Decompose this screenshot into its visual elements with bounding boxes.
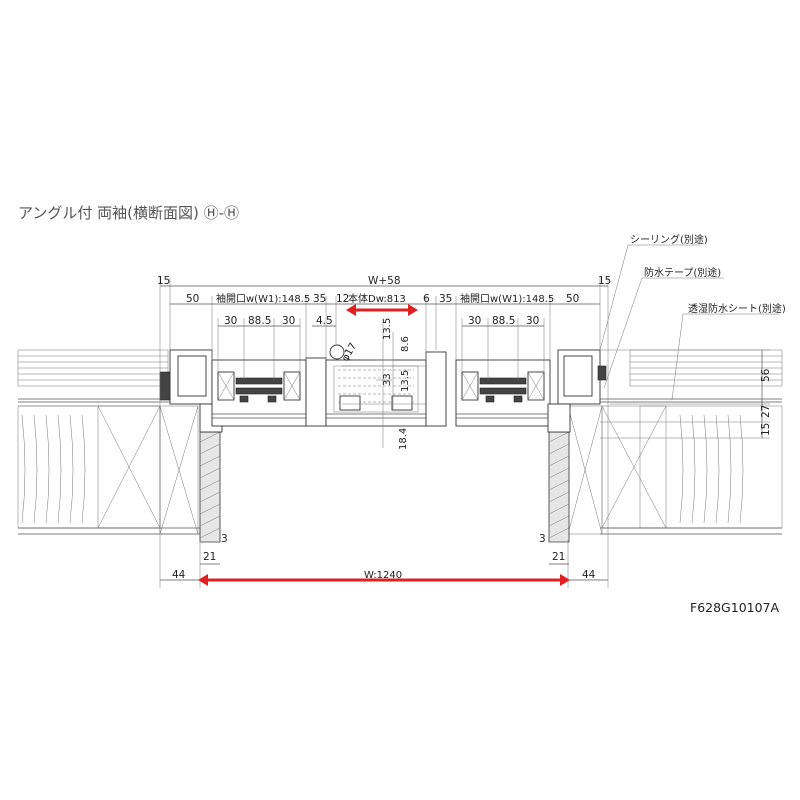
drawing-title: アングル付 両袖(横断面図) Ⓗ-Ⓗ: [18, 204, 239, 222]
right-vertical-dimensions: [600, 349, 770, 439]
dim-v18-4: 18.4: [398, 428, 409, 450]
left-sleeve-unit: [211, 359, 307, 427]
dim-right-21: 21: [552, 551, 565, 563]
dim-v33: 33: [382, 373, 393, 386]
callout-waterproof-tape: 防水テープ(別途): [644, 266, 721, 279]
dim-right-35: 35: [439, 293, 452, 305]
dim-12: 12: [336, 293, 349, 305]
dim-right-30a: 30: [468, 315, 481, 327]
dim-top-left-15: 15: [157, 275, 170, 287]
dim-v13-5a: 13.5: [382, 318, 393, 340]
dim-top-right-15: 15: [598, 275, 611, 287]
right-outer-frame: [547, 349, 607, 433]
center-door-body: [305, 344, 447, 427]
dim-right-sleeve-opening: 袖開口w(W1):148.5: [460, 292, 554, 305]
phi17-hole: [329, 344, 345, 360]
dim-right-3: 3: [539, 533, 546, 545]
bottom-dimensions: [159, 420, 609, 588]
dim-left-3: 3: [221, 533, 228, 545]
body-width-arrow: [346, 304, 418, 316]
callout-sealing: シーリング(別途): [630, 233, 708, 246]
dim-w1240: W:1240: [364, 570, 402, 581]
dim-r56: 56: [760, 368, 772, 382]
dim-left-88-5: 88.5: [248, 315, 271, 327]
dim-left-sleeve-opening: 袖開口w(W1):148.5: [216, 292, 310, 305]
top-dimensions: [159, 278, 609, 420]
dim-left-30a: 30: [224, 315, 237, 327]
dim-bottom-right-44: 44: [582, 569, 596, 581]
center-vertical-dimensions: [342, 318, 426, 448]
drawing-code: F628G10107A: [690, 600, 779, 615]
left-wall: [17, 349, 200, 535]
insulation-batt-left: [21, 414, 86, 524]
dim-right-50: 50: [566, 293, 579, 305]
right-wall: [567, 349, 783, 535]
dim-left-30b: 30: [282, 315, 295, 327]
dim-right-30b: 30: [526, 315, 539, 327]
dim-6: 6: [423, 293, 430, 305]
left-trim-board: [199, 431, 221, 543]
dim-r15: 15: [760, 423, 772, 436]
right-sleeve-unit: [455, 359, 551, 427]
dim-body-dw: 本体Dw:813: [348, 292, 406, 305]
dim-left-50: 50: [186, 293, 199, 305]
dim-4-5: 4.5: [316, 315, 333, 327]
dim-left-35: 35: [313, 293, 326, 305]
callout-moisture-sheet: 透湿防水シート(別途): [688, 302, 786, 315]
dim-r27: 27: [760, 405, 772, 418]
dim-overall-w58: W+58: [368, 275, 401, 287]
callout-leaders: [599, 244, 780, 401]
dim-v13-5b: 13.5: [400, 370, 411, 392]
overall-width-arrow: [198, 574, 570, 586]
dim-v8-6: 8.6: [400, 336, 411, 352]
dim-right-88-5: 88.5: [492, 315, 515, 327]
dim-left-21: 21: [203, 551, 216, 563]
right-trim-board: [548, 431, 570, 543]
dim-bottom-left-44: 44: [172, 569, 186, 581]
insulation-batt-right: [679, 414, 744, 524]
